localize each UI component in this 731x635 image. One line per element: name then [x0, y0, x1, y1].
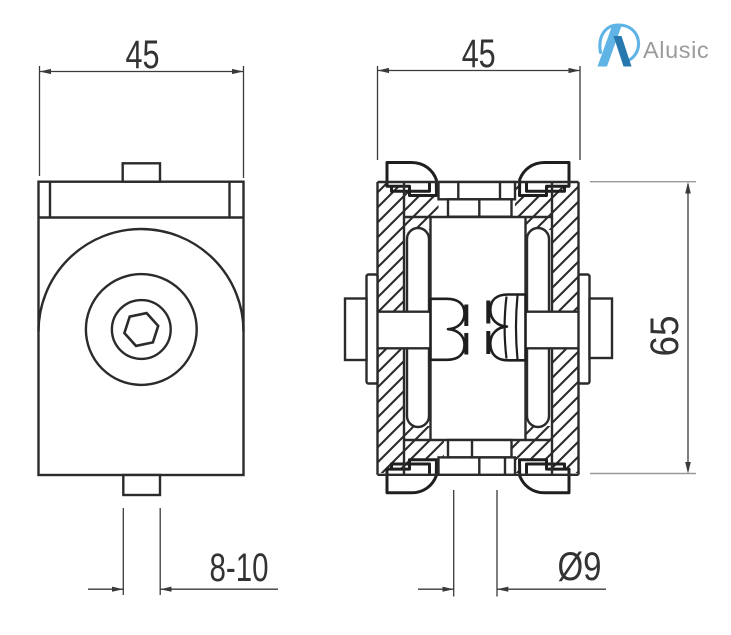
hex-socket-icon: [122, 311, 160, 348]
section-view: 45 65 Ø9: [343, 32, 696, 597]
dim-label-section-height: 65: [643, 316, 687, 357]
claw-top-right: [518, 161, 571, 197]
front-view: 45 8-10: [37, 33, 278, 595]
center-steps-top: [437, 180, 517, 218]
top-tab: [121, 162, 162, 183]
cap-band: [38, 181, 244, 219]
brand-logo: Alusic: [597, 23, 709, 67]
dim-label-section-width: 45: [462, 32, 496, 76]
screw-head-left: [343, 297, 368, 362]
dim-section-width: 45: [376, 32, 581, 160]
dim-label-front-width: 45: [126, 33, 160, 77]
screw-shaft-left: [377, 310, 431, 350]
clamp-body: [37, 180, 245, 477]
logo-brand-name: Alusic: [643, 37, 709, 63]
claw-bottom-left: [385, 458, 438, 495]
screw-head-right: [588, 297, 614, 360]
body-fillet-arc: [37, 227, 245, 332]
screw-shaft-right: [525, 310, 579, 350]
claw-bottom-right: [518, 458, 571, 495]
dim-hole-diameter: Ø9: [418, 490, 606, 597]
hex-socket-screw: [84, 272, 198, 387]
hex-nut-right: [486, 293, 527, 362]
dim-label-slot-range: 8-10: [210, 546, 269, 590]
hex-nut-left: [429, 297, 469, 362]
dim-section-height: 65: [590, 181, 696, 475]
logo-a-right-leg-icon: [613, 36, 632, 67]
dim-label-hole-diameter: Ø9: [558, 545, 602, 589]
dim-front-width: 45: [38, 33, 245, 178]
logo-swoosh-icon: [598, 23, 641, 63]
washer-right: [577, 273, 591, 385]
center-steps-bottom: [437, 438, 517, 476]
washer-left: [365, 273, 379, 385]
claw-top-left: [385, 161, 438, 197]
bottom-tab: [122, 473, 162, 497]
dim-slot-range: 8-10: [88, 508, 278, 595]
